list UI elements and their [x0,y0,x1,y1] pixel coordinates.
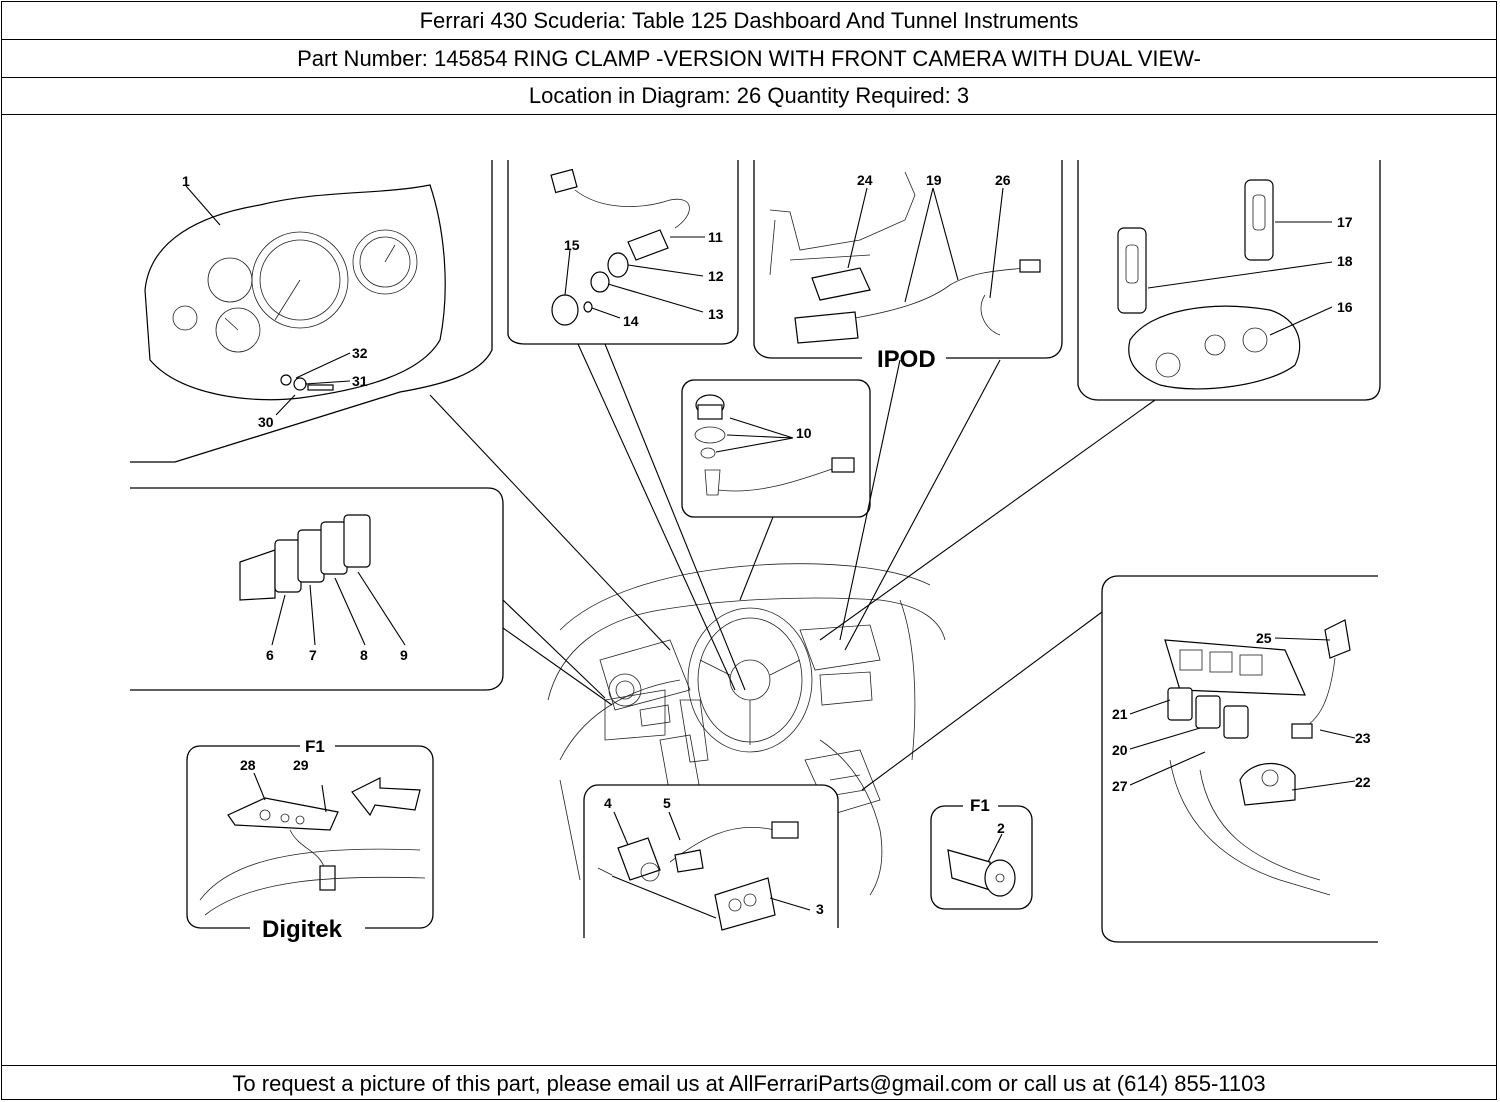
panel-socket-parts: 11 12 13 14 15 [507,160,739,345]
panel-switches: 6 7 8 9 [130,487,504,691]
panel-tunnel-console: 25 21 20 27 23 22 [1101,575,1378,943]
cockpit-sketch [547,563,946,896]
callout-20: 20 [1112,742,1128,758]
panel-ipod: IPOD 24 19 26 [753,160,1063,373]
callout-29: 29 [293,757,309,773]
leader-lines [429,343,1156,791]
callout-13: 13 [708,306,724,322]
callout-23: 23 [1355,730,1371,746]
panel-f1-button: F1 2 [930,796,1033,910]
callout-18: 18 [1337,253,1353,269]
callout-24: 24 [857,172,873,188]
callout-9: 9 [400,647,408,663]
callout-8: 8 [360,647,368,663]
callout-11: 11 [708,229,723,245]
callout-30: 30 [258,414,274,430]
callout-25: 25 [1256,630,1272,646]
part-number-line: Part Number: 145854 RING CLAMP -VERSION … [1,40,1497,78]
callout-15: 15 [564,237,580,253]
callout-19: 19 [926,172,942,188]
panel-climate-control: 17 18 16 [1077,160,1381,401]
callout-27: 27 [1112,778,1128,794]
callout-2: 2 [997,820,1005,836]
f1-label-right: F1 [970,796,990,815]
panel-lighter: 10 [681,379,871,518]
callout-21: 21 [1112,706,1128,722]
callout-12: 12 [708,268,724,284]
f1-label-left: F1 [305,737,325,756]
callout-22: 22 [1355,774,1371,790]
callout-14: 14 [623,313,639,329]
callout-10: 10 [796,425,812,441]
callout-17: 17 [1337,214,1353,230]
digitek-label: Digitek [262,916,343,943]
callout-4: 4 [604,795,612,811]
panel-camera-switch: 4 5 3 [583,784,839,938]
panel-instrument-cluster: 1 32 31 30 [130,160,493,463]
callout-5: 5 [663,795,671,811]
callout-6: 6 [266,647,274,663]
callout-28: 28 [240,757,256,773]
panel-digitek: F1 Digitek 28 29 [186,737,434,943]
callout-32: 32 [352,345,368,361]
callout-16: 16 [1337,299,1353,315]
footer-contact: To request a picture of this part, pleas… [1,1065,1497,1102]
callout-26: 26 [995,172,1011,188]
location-line: Location in Diagram: 26 Quantity Require… [1,77,1497,115]
ipod-label: IPOD [877,346,936,373]
callout-7: 7 [309,647,317,663]
exploded-parts-diagram: 1 32 31 30 11 12 13 14 15 IPOD [130,160,1381,943]
callout-31: 31 [352,373,368,389]
page-title: Ferrari 430 Scuderia: Table 125 Dashboar… [1,2,1497,40]
callout-1: 1 [182,173,190,189]
callout-3: 3 [816,901,824,917]
